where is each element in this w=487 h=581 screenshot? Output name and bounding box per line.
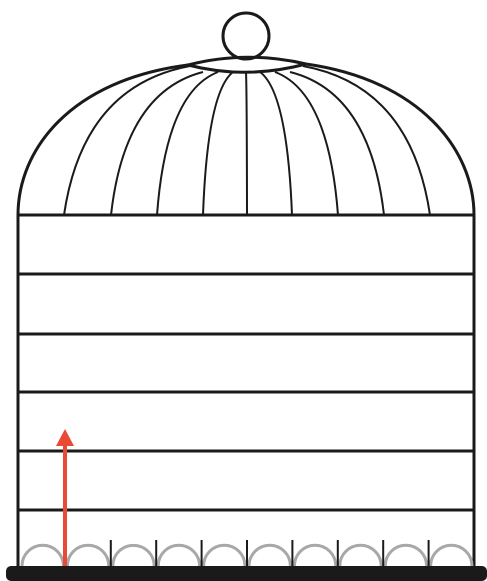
bottom-ball: [294, 545, 335, 566]
arrow-up-icon: [56, 429, 74, 446]
bottom-ball: [67, 545, 108, 566]
horizontal-bands: [18, 215, 474, 510]
bottom-ball: [249, 545, 290, 566]
dome-bar: [203, 72, 233, 215]
dome-bar: [246, 72, 247, 215]
bottom-ball: [431, 545, 472, 566]
dome-bars: [64, 66, 430, 215]
cage-base: [6, 566, 487, 581]
dome-bar: [64, 66, 190, 215]
top-ring: [223, 13, 269, 59]
dome-bar: [275, 72, 338, 215]
ball-dividers: [65, 540, 428, 566]
bottom-ball: [385, 545, 426, 566]
dome-bar: [260, 72, 292, 215]
bottom-ball: [22, 545, 63, 566]
bottom-ball: [340, 545, 381, 566]
bottom-ball: [204, 545, 245, 566]
bottom-ball: [158, 545, 199, 566]
bottom-ball: [113, 545, 154, 566]
